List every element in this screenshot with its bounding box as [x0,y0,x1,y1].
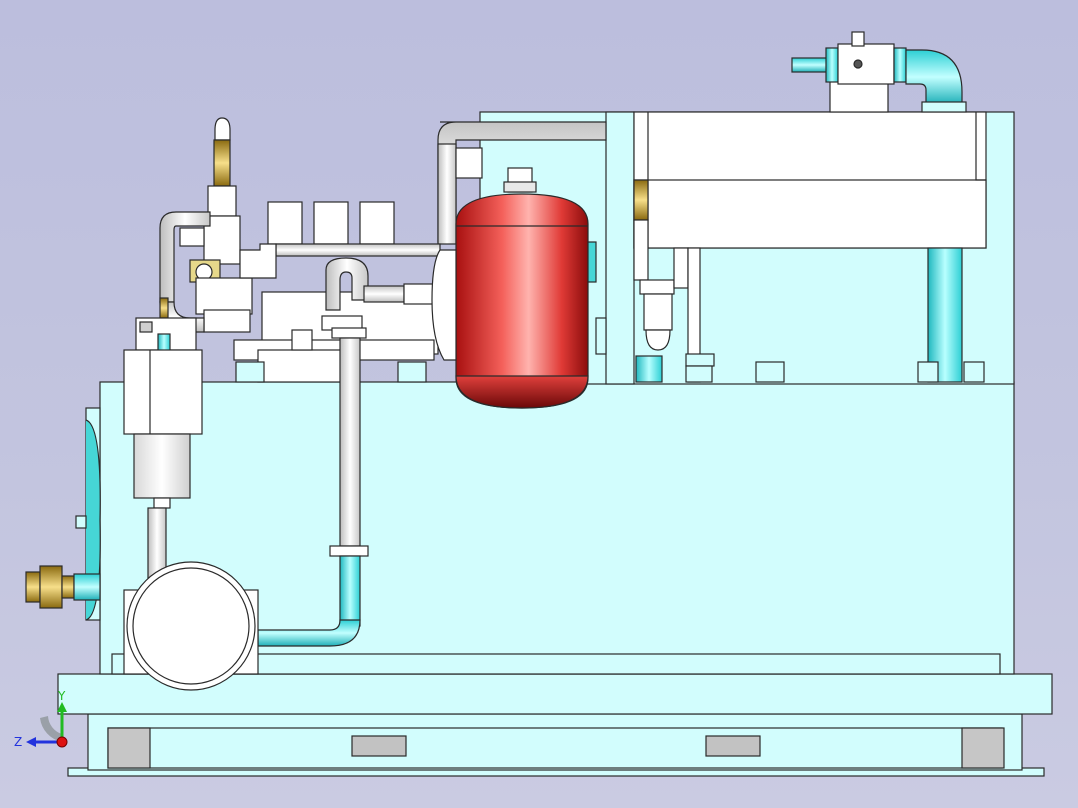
accumulator-vessel [431,167,597,409]
y-axis-label: Y [57,689,66,703]
axis-triad-icon: Y Z [14,689,68,749]
pump-motor [123,561,259,691]
z-axis-label: Z [14,735,22,749]
top-cover-box [633,111,987,383]
pressure-line-vertical [257,327,369,647]
x-axis-dot [56,736,68,748]
base-skid [57,673,1053,777]
filler-breather-elbow [791,31,967,113]
side-port-fitting [25,565,101,609]
level-gauge-and-fittings [595,179,785,383]
filter-housing [123,317,203,585]
relief-valve-assembly [159,117,277,333]
